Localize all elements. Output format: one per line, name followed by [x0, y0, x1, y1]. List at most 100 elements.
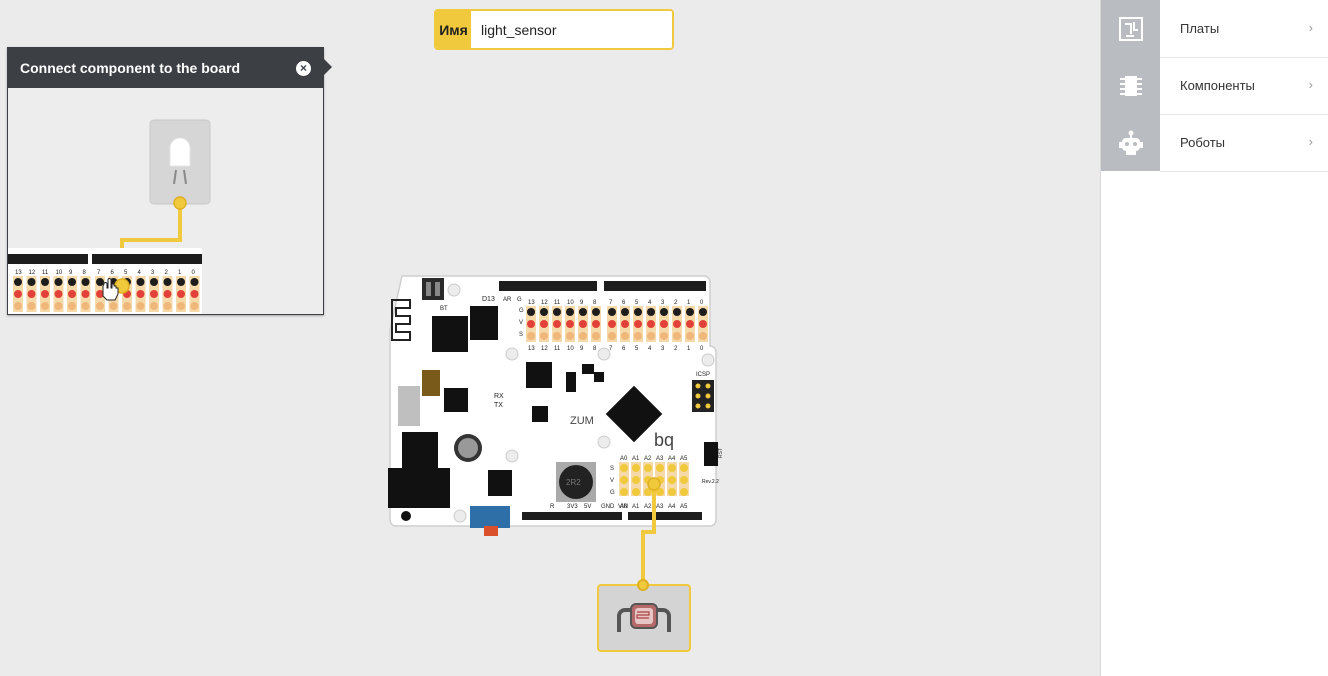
help-pin-3[interactable]: 3: [149, 270, 159, 312]
pin-label: 9: [580, 300, 584, 306]
pin-label: A1: [632, 504, 640, 510]
pin-label: 5: [635, 346, 639, 352]
pin-label: 2: [674, 300, 678, 306]
pin-label: A4: [668, 504, 676, 510]
name-input[interactable]: [471, 11, 672, 48]
digital-pin-1[interactable]: 11: [685, 300, 695, 352]
ar-label: AR: [503, 297, 512, 303]
pin-label: 3: [661, 300, 665, 306]
led-icon: [169, 137, 191, 167]
row-label: V: [610, 478, 614, 484]
name-field: Имя: [434, 9, 674, 50]
digital-pin-2[interactable]: 22: [672, 300, 682, 352]
help-pin-2[interactable]: 2: [162, 270, 173, 312]
pin-label: A3: [656, 504, 664, 510]
hand-cursor-icon: [102, 278, 119, 301]
row-label: S: [610, 466, 614, 472]
help-pin-0[interactable]: 0: [189, 270, 200, 312]
pin-label: 6: [622, 300, 626, 306]
pin-label: 12: [541, 346, 548, 352]
sidebar-item-label: Компоненты: [1160, 57, 1328, 115]
row-label: G: [610, 490, 615, 496]
digital-pin-6[interactable]: 66: [620, 300, 630, 352]
rx-label: RX: [494, 393, 504, 400]
pin-label: 7: [609, 346, 613, 352]
board-icon: [1101, 0, 1160, 57]
digital-pin-9[interactable]: 99: [578, 300, 588, 352]
icsp-label: ICSP: [696, 372, 710, 378]
pin-label: 0: [700, 346, 704, 352]
pin-label: 1: [687, 346, 691, 352]
sidebar-item-boards[interactable]: Платы ›: [1101, 0, 1328, 58]
light-sensor-icon: [617, 603, 671, 632]
pin-label: 10: [56, 270, 63, 276]
version-label: Rev.2.2: [702, 479, 719, 485]
sidebar-item-label: Роботы: [1160, 114, 1328, 172]
help-pin-9[interactable]: 9: [67, 270, 77, 312]
sensor-connector[interactable]: [637, 579, 649, 591]
digital-pin-7[interactable]: 77: [607, 300, 617, 352]
pin-label: A0: [620, 504, 628, 510]
sidebar-item-components[interactable]: Компоненты ›: [1101, 57, 1328, 115]
digital-pin-5[interactable]: 55: [633, 300, 643, 352]
power-pin-label: 3V3: [567, 504, 578, 510]
help-pin-1[interactable]: 1: [176, 270, 186, 312]
pin-label: 4: [648, 300, 652, 306]
digital-pin-8[interactable]: 88: [591, 300, 601, 352]
power-pin-label: R: [550, 504, 555, 510]
digital-pin-0[interactable]: 00: [698, 300, 708, 352]
pin-label: 5: [635, 300, 639, 306]
sensor-wire: [641, 477, 661, 584]
sidebar: Платы › Компоненты › Роботы ›: [1100, 0, 1328, 676]
pin-label: 13: [15, 270, 22, 276]
pin-label: 6: [622, 346, 626, 352]
help-pin-7[interactable]: 7: [95, 270, 105, 312]
pin-label: 2: [165, 270, 169, 276]
help-pin-13[interactable]: 13: [13, 270, 23, 312]
help-pin-8[interactable]: 8: [80, 270, 91, 312]
pin-label: 13: [528, 346, 535, 352]
pin-label: 3: [661, 346, 665, 352]
pin-label: 1: [687, 300, 691, 306]
help-pin-10[interactable]: 10: [53, 270, 64, 312]
chip-icon: [1101, 57, 1160, 114]
row-label: S: [519, 332, 523, 338]
help-pin-4[interactable]: 4: [135, 270, 146, 312]
pin-label: A5: [680, 456, 688, 462]
help-title: Connect component to the board: [20, 60, 241, 76]
bt-label: BT: [440, 306, 448, 312]
name-label: Имя: [436, 11, 471, 48]
help-header: Connect component to the board ×: [8, 48, 323, 88]
pin-label: A2: [644, 456, 652, 462]
zum-board[interactable]: 131312121111101099887766554433221100SVG …: [384, 270, 730, 540]
pin-label: 9: [69, 270, 73, 276]
help-pin-12[interactable]: 12: [26, 270, 37, 312]
sidebar-item-robots[interactable]: Роботы ›: [1101, 114, 1328, 172]
pin-label: 7: [609, 300, 613, 306]
help-pin-11[interactable]: 11: [40, 270, 50, 312]
sidebar-item-label: Платы: [1160, 0, 1328, 58]
light-sensor-component[interactable]: [597, 584, 691, 652]
pin-label: 6: [111, 270, 115, 276]
row-label: V: [519, 320, 523, 326]
help-popup-arrow: [323, 58, 332, 76]
digital-pin-4[interactable]: 44: [646, 300, 656, 352]
close-icon[interactable]: ×: [296, 61, 311, 76]
pin-label: 8: [83, 270, 87, 276]
pin-label: 1: [178, 270, 182, 276]
digital-pin-3[interactable]: 33: [659, 300, 669, 352]
pin-label: 11: [42, 270, 49, 276]
